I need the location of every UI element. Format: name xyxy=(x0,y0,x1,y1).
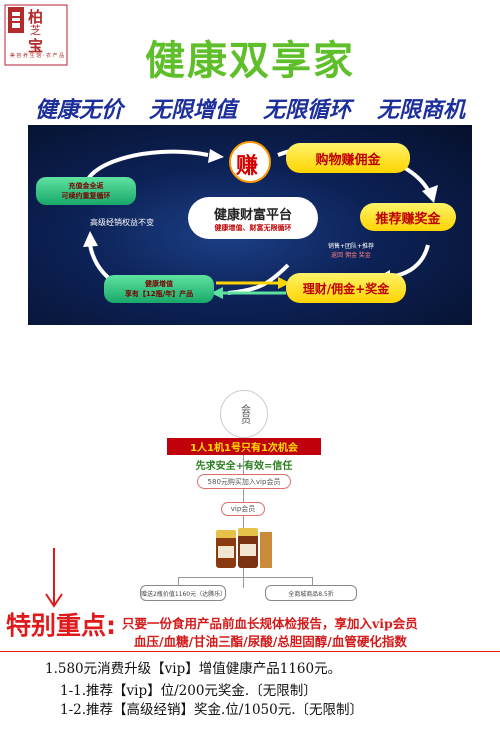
branch-line xyxy=(178,577,312,578)
center-platform: 健康财富平台 健康增值、财富无限循环 xyxy=(188,197,318,239)
slogan-4: 无限商机 xyxy=(377,97,466,123)
member-node: 会员 xyxy=(220,390,268,438)
wealth-box: 理财/佣金+奖金 xyxy=(286,273,406,303)
special-focus-text: 只要一份食用产品前血长规体检报告，享加入vip会员 xyxy=(122,616,418,631)
vip-node: vip会员 xyxy=(221,502,265,516)
mini-line-2: 返回 佣金 奖金 xyxy=(331,252,371,259)
recharge-line-2: 可续约重复循环 xyxy=(61,192,111,200)
down-arrow-icon xyxy=(44,548,64,608)
platform-subtitle: 健康增值、财富无限循环 xyxy=(214,223,292,232)
discount-node: 全商城商品8.5折 xyxy=(265,585,357,601)
rule-1: 1.580元消费升级【vip】增值健康产品1160元。 xyxy=(45,661,342,677)
one-chance-banner: 1人1机1号只有1次机会 xyxy=(167,438,321,455)
brand-logo: 柏 芝 宝 美 容 养 生 馆 · 农 产 品 xyxy=(4,4,68,66)
rights-text: 高级经销权益不变 xyxy=(90,218,154,227)
trust-text: 先求安全+有效=信任 xyxy=(195,461,293,472)
recommend-bonus-box: 推荐赚奖金 xyxy=(360,203,456,231)
logo-char-2: 芝 xyxy=(30,24,41,37)
slogan-row: 健康无价 无限增值 无限循环 无限商机 xyxy=(0,92,500,124)
recharge-box: 充值金全返 可续约重复循环 xyxy=(36,177,136,205)
recharge-line-1: 充值金全返 xyxy=(68,182,104,190)
branch-line-left xyxy=(178,577,179,585)
health-box: 健康增值 享有【12瓶/年】产品 xyxy=(104,275,214,303)
logo-caption: 美 容 养 生 馆 · 农 产 品 xyxy=(9,53,65,59)
health-line-2: 享有【12瓶/年】产品 xyxy=(124,290,194,298)
wealth-cycle-diagram: 赚 购物赚佣金 推荐赚奖金 理财/佣金+奖金 健康财富平台 健康增值、财富无限循… xyxy=(28,125,472,325)
platform-title: 健康财富平台 xyxy=(213,207,292,223)
earn-badge: 赚 xyxy=(236,154,259,179)
branch-line-right xyxy=(312,577,313,585)
join-vip-node: 580元购买加入vip会员 xyxy=(197,474,291,489)
rule-1-2: 1-2.推荐【高级经销】奖金.位/1050元.〔无限制〕 xyxy=(60,702,364,718)
health-line-1: 健康增值 xyxy=(145,280,173,288)
red-divider xyxy=(0,651,500,652)
slogan-3: 无限循环 xyxy=(263,97,352,123)
buy-commission-box: 购物赚佣金 xyxy=(286,143,410,173)
logo-char-3: 宝 xyxy=(28,37,44,55)
mini-caption: 销售+团队+推荐 返回 佣金 奖金 xyxy=(328,241,374,259)
mini-line-1: 销售+团队+推荐 xyxy=(328,243,375,250)
page-title: 健康双享家 xyxy=(145,38,355,84)
product-bottles-image xyxy=(212,522,274,572)
slogan-2: 无限增值 xyxy=(148,97,237,123)
logo-char-1: 柏 xyxy=(28,8,44,26)
gift-node: 赠送2瓶价值1160元（达腾乐） xyxy=(140,585,226,601)
special-focus-title: 特别重点: xyxy=(6,611,116,640)
slogan-1: 健康无价 xyxy=(34,97,123,123)
rule-1-1: 1-1.推荐【vip】位/200元奖金.〔无限制〕 xyxy=(60,683,317,699)
health-indicators: 血压/血糖/甘油三酯/尿酸/总胆固醇/血管硬化指数 xyxy=(134,634,407,649)
